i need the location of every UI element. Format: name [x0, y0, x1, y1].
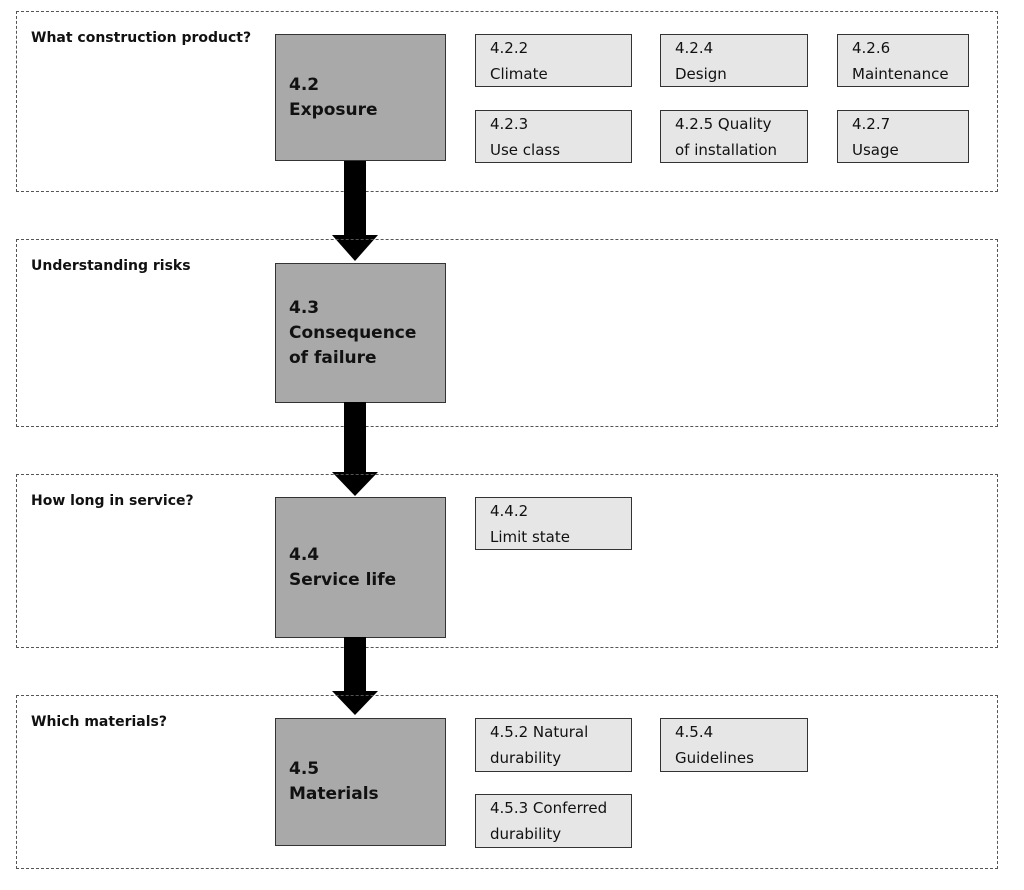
- main-box-service-life: 4.4 Service life: [275, 497, 446, 638]
- main-box-consequence-of-failure: 4.3 Consequence of failure: [275, 263, 446, 403]
- sub-box-maintenance: 4.2.6 Maintenance: [837, 34, 969, 87]
- sub-box-line: Usage: [852, 140, 899, 159]
- sub-box-conferred-durability: 4.5.3 Conferred durability: [475, 794, 632, 848]
- sub-box-line: 4.2.4: [675, 38, 714, 57]
- sub-box-line: Use class: [490, 140, 561, 159]
- sub-box-line: 4.5.4: [675, 723, 714, 741]
- section-question: Which materials?: [31, 714, 167, 730]
- section-service-life: How long in service?: [16, 474, 998, 648]
- section-question: How long in service?: [31, 493, 194, 509]
- sub-box-line: 4.5.3 Conferred: [490, 799, 608, 817]
- main-box-title: Service life: [289, 569, 397, 590]
- main-box-materials: 4.5 Materials: [275, 718, 446, 846]
- flow-arrow-1: [332, 161, 378, 261]
- sub-box-climate: 4.2.2 Climate: [475, 34, 632, 87]
- sub-box-line: Limit state: [490, 527, 570, 546]
- sub-box-guidelines: 4.5.4 Guidelines: [660, 718, 808, 772]
- sub-box-line: Maintenance: [852, 64, 949, 83]
- main-box-number: 4.2: [289, 74, 320, 95]
- main-box-title: Exposure: [289, 99, 378, 120]
- section-question: What construction product?: [31, 30, 252, 46]
- main-box-title: of failure: [289, 347, 377, 368]
- sub-box-line: 4.4.2: [490, 501, 529, 520]
- sub-box-line: 4.2.5 Quality: [675, 114, 772, 133]
- sub-box-design: 4.2.4 Design: [660, 34, 808, 87]
- sub-box-line: durability: [490, 825, 562, 843]
- main-box-exposure: 4.2 Exposure: [275, 34, 446, 161]
- sub-box-line: 4.2.3: [490, 114, 529, 133]
- main-box-title: Consequence: [289, 322, 417, 343]
- flow-arrow-2: [332, 402, 378, 496]
- section-consequence: Understanding risks: [16, 239, 998, 427]
- sub-box-line: durability: [490, 749, 562, 767]
- main-box-number: 4.4: [289, 544, 320, 565]
- sub-box-line: 4.2.2: [490, 38, 529, 57]
- sub-box-line: 4.2.6: [852, 38, 891, 57]
- sub-box-line: Climate: [490, 64, 548, 83]
- section-exposure: What construction product?: [16, 11, 998, 192]
- sub-box-line: Design: [675, 64, 727, 83]
- sub-box-natural-durability: 4.5.2 Natural durability: [475, 718, 632, 772]
- main-box-number: 4.5: [289, 759, 320, 779]
- sub-box-usage: 4.2.7 Usage: [837, 110, 969, 163]
- sub-box-quality-of-installation: 4.2.5 Quality of installation: [660, 110, 808, 163]
- main-box-title: Materials: [289, 784, 379, 804]
- sub-box-line: Guidelines: [675, 749, 754, 767]
- sub-box-line: 4.2.7: [852, 114, 891, 133]
- sub-box-line: 4.5.2 Natural: [490, 723, 589, 741]
- main-box-number: 4.3: [289, 297, 320, 318]
- sub-box-use-class: 4.2.3 Use class: [475, 110, 632, 163]
- sub-box-line: of installation: [675, 140, 778, 159]
- sub-box-limit-state: 4.4.2 Limit state: [475, 497, 632, 550]
- section-materials: Which materials?: [16, 695, 998, 869]
- section-question: Understanding risks: [31, 258, 191, 274]
